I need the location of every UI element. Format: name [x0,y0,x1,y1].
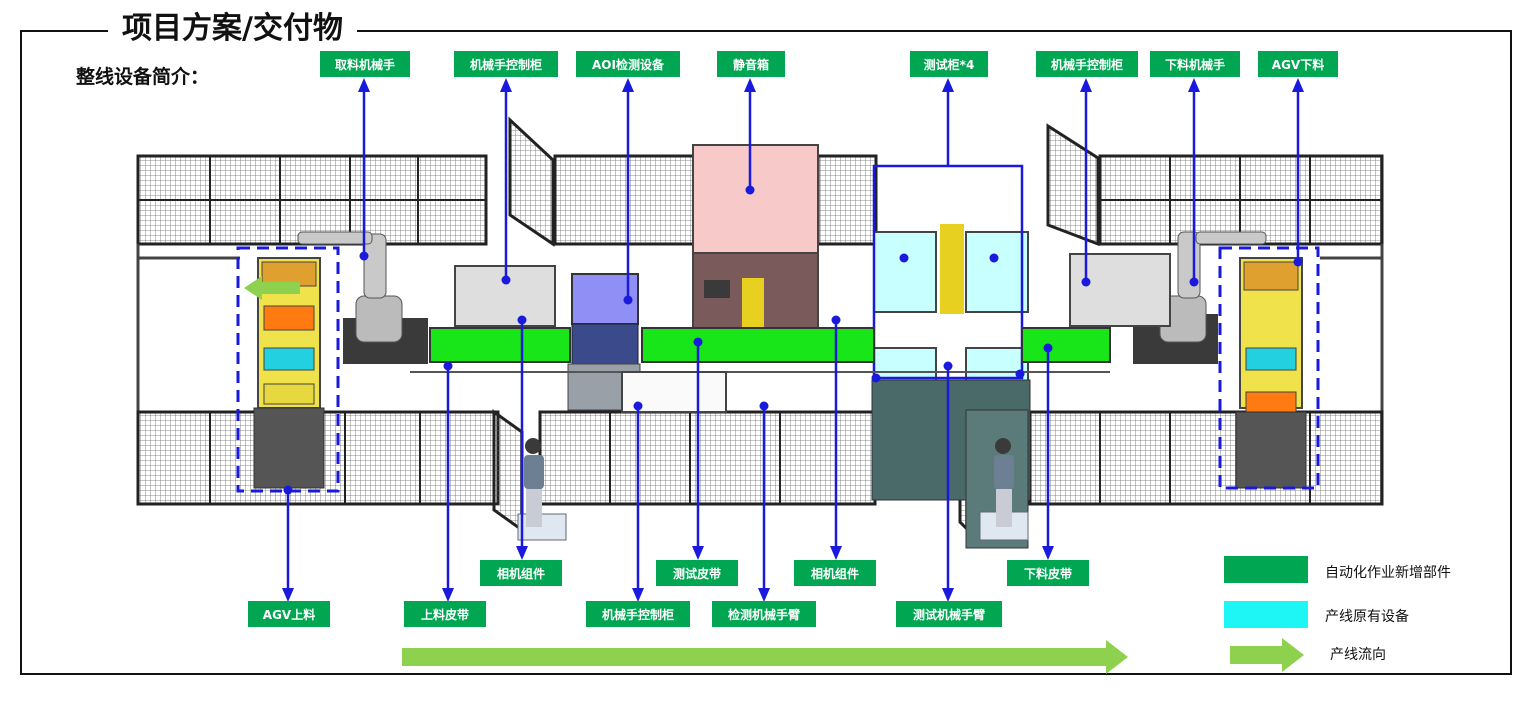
top-pointer-arrows [358,78,1304,383]
label-inspect-arm: 检测机械手臂 [712,601,816,627]
label-agv-load: AGV上料 [248,601,330,627]
page-title: 项目方案/交付物 [108,8,357,50]
legend-swatch-existing [1224,601,1308,628]
legend-swatch-new [1224,556,1308,583]
content-frame [20,30,1512,675]
label-load-belt: 上料皮带 [404,601,486,627]
label-silent-box: 静音箱 [717,51,785,77]
label-robot-cabinet-3: 机械手控制柜 [586,601,690,627]
label-camera-2: 相机组件 [794,560,876,586]
agv-unload-cart [1218,246,1320,490]
operator-left [517,438,567,541]
label-aoi-device: AOI检测设备 [576,51,680,77]
label-agv-unload: AGV下料 [1258,51,1338,77]
unload-conveyor [1021,327,1111,363]
silent-box [692,144,819,332]
front-fence [136,408,1384,544]
test-conveyor [641,327,875,363]
label-test-cabinet: 测试柜*4 [910,51,988,77]
flow-arrow [402,640,1128,674]
label-robot-cabinet-2: 机械手控制柜 [1036,51,1138,77]
operator-right [979,438,1029,541]
load-conveyor [429,327,571,363]
agv-load-cart [236,246,340,493]
robot-cabinet-left [454,265,556,327]
label-pick-robot: 取料机械手 [320,51,410,77]
side-rails [136,244,1384,505]
legend-text-existing: 产线原有设备 [1325,609,1409,625]
bottom-pointer-arrows [282,315,1054,602]
label-robot-cabinet-1: 机械手控制柜 [454,51,558,77]
label-camera-1: 相机组件 [480,560,562,586]
label-test-arm: 测试机械手臂 [896,601,1002,627]
test-cabinets [871,164,1031,549]
legend-text-flow: 产线流向 [1330,647,1386,663]
label-unload-robot: 下料机械手 [1150,51,1240,77]
legend-text-new: 自动化作业新增部件 [1325,565,1451,581]
pick-robot [297,231,428,364]
label-unload-belt: 下料皮带 [1007,560,1089,586]
label-test-belt: 测试皮带 [656,560,738,586]
section-subtitle: 整线设备简介： [76,66,210,88]
legend-swatch-flow [1230,638,1304,672]
